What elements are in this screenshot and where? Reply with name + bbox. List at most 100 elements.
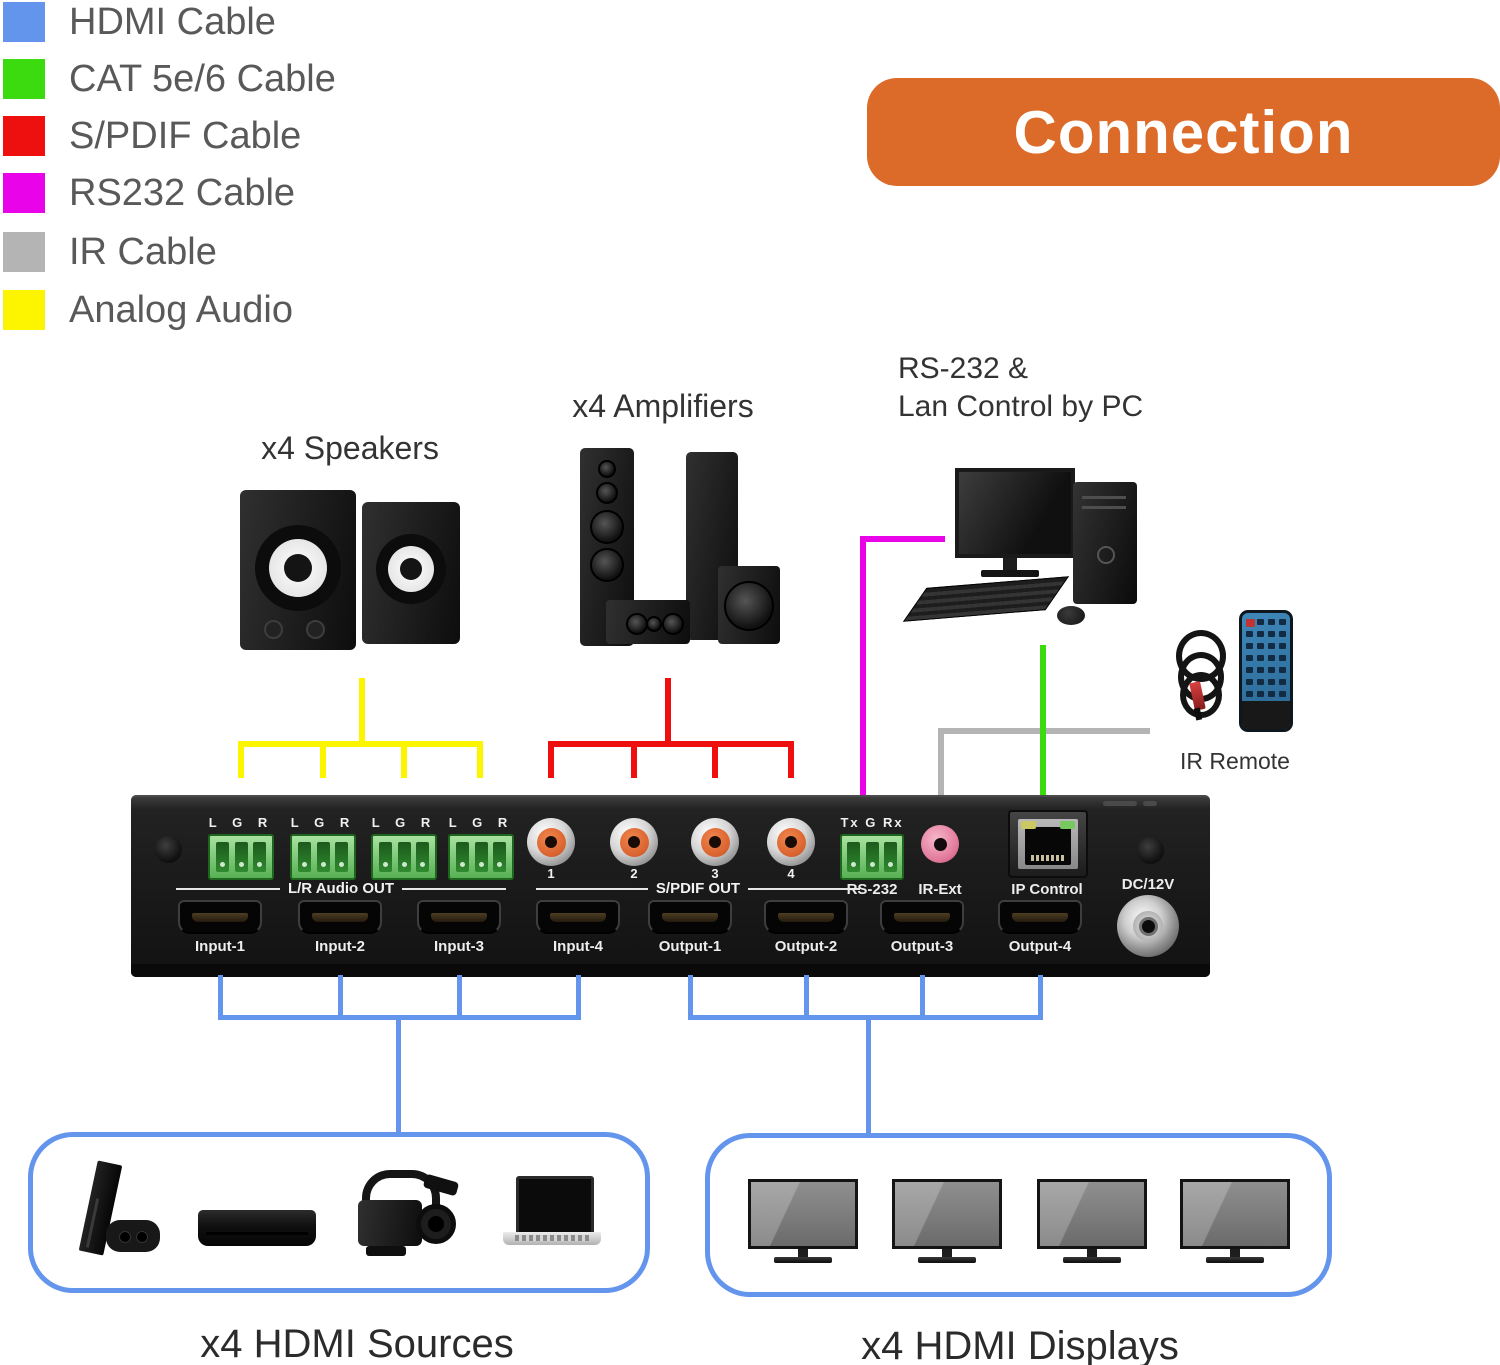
spdif-jack-3 — [691, 818, 739, 866]
legend-item: HDMI Cable — [3, 0, 276, 43]
audio-cable-drop-2 — [320, 741, 326, 778]
ir-cable-image — [1170, 626, 1226, 726]
audio-out-connector-4 — [448, 834, 514, 880]
display-tv-3 — [1037, 1179, 1147, 1263]
ir-remote-image — [1239, 610, 1293, 732]
hdmi-output-4-port — [998, 900, 1082, 934]
ir-cable-swatch — [3, 232, 45, 272]
camcorder-image — [352, 1168, 472, 1268]
spdif-cable-trunk — [665, 678, 671, 744]
banner-title: Connection — [1013, 98, 1354, 166]
spdif-cable-drop-3 — [712, 741, 718, 778]
display-tv-2 — [892, 1179, 1002, 1263]
input-bracket-stub-3 — [457, 975, 462, 1020]
analog-audio-swatch — [3, 290, 45, 330]
ir-ext-label: IR-Ext — [918, 881, 962, 898]
amplifiers-label: x4 Amplifiers — [572, 388, 754, 424]
hdmi-port-label: Output-4 — [1008, 938, 1072, 955]
ip-control-label: IP Control — [1011, 881, 1083, 898]
pc-mouse — [1057, 606, 1085, 625]
hdmi-port-label: Input-1 — [195, 938, 245, 955]
hdmi-output-2-port — [764, 900, 848, 934]
input-bracket-stub-2 — [338, 975, 343, 1020]
legend-item: S/PDIF Cable — [3, 114, 302, 157]
audio-out-connector-3 — [371, 834, 437, 880]
rs232-pins-label: Tx G Rx — [840, 815, 904, 830]
screw-right — [1137, 837, 1164, 864]
hdmi-input-2-port — [298, 900, 382, 934]
legend-label: CAT 5e/6 Cable — [69, 57, 336, 100]
output-bracket-trunk — [866, 1015, 871, 1135]
laptop-image — [503, 1176, 601, 1262]
pc-control-line1: RS-232 & — [898, 352, 1029, 385]
spdif-number: 3 — [711, 866, 719, 881]
legend-item: IR Cable — [3, 230, 217, 273]
legend-item: RS232 Cable — [3, 171, 296, 214]
audio-out-group-label: L/R Audio OUT — [168, 880, 514, 897]
spdif-jack-1 — [527, 818, 575, 866]
display-tv-4 — [1180, 1179, 1290, 1263]
legend-label: HDMI Cable — [69, 0, 276, 43]
ir-remote-label: IR Remote — [1180, 748, 1290, 774]
hdmi-input-1-port — [178, 900, 262, 934]
hdmi-sources-label: x4 HDMI Sources — [200, 1322, 514, 1365]
spdif-jack-2 — [610, 818, 658, 866]
spdif-number: 1 — [547, 866, 555, 881]
input-bracket-stub-1 — [218, 975, 223, 1020]
hdmi-port-label: Input-2 — [315, 938, 365, 955]
spdif-cable-drop-4 — [788, 741, 794, 778]
audio-out-connector-1 — [208, 834, 274, 880]
ir-cable-vertical — [938, 728, 944, 814]
speakers-image — [238, 482, 473, 658]
legend-label: IR Cable — [69, 230, 217, 273]
spdif-cable-drop-2 — [631, 741, 637, 778]
pc-control-line2: Lan Control by PC — [898, 390, 1144, 423]
input-bracket-trunk — [396, 1015, 401, 1134]
audio-pins-label: L G R — [448, 815, 514, 830]
cat-cable-swatch — [3, 59, 45, 99]
hdmi-port-label: Input-3 — [434, 938, 484, 955]
ir-ext-jack — [921, 825, 959, 863]
legend-label: RS232 Cable — [69, 171, 296, 214]
audio-cable-trunk — [359, 678, 365, 744]
spdif-cable-swatch — [3, 116, 45, 156]
rs232-cable-vertical — [860, 536, 866, 812]
hdmi-output-3-port — [880, 900, 964, 934]
output-bracket-stub-4 — [1038, 975, 1043, 1020]
connection-banner: Connection — [867, 78, 1500, 186]
amp-subwoofer — [718, 566, 780, 644]
audio-cable-bus — [238, 741, 483, 747]
audio-pins-label: L G R — [208, 815, 274, 830]
legend-label: S/PDIF Cable — [69, 114, 302, 157]
rs232-label: RS-232 — [846, 881, 898, 898]
speaker-left — [240, 490, 356, 650]
remote-buttons — [1244, 617, 1288, 703]
spdif-cable-bus — [548, 741, 794, 747]
rj45-led-right — [1060, 821, 1075, 829]
pc-control-label: RS-232 & Lan Control by PC — [898, 350, 1143, 426]
audio-out-connector-2 — [290, 834, 356, 880]
pc-monitor-neck — [1003, 558, 1017, 570]
vent-slot — [1143, 801, 1157, 806]
input-bracket-stub-4 — [576, 975, 581, 1020]
rs232-cable-swatch — [3, 173, 45, 213]
hdmi-port-label: Output-3 — [890, 938, 954, 955]
rj45-led-left — [1021, 821, 1036, 829]
audio-cable-drop-4 — [477, 741, 483, 778]
hdmi-port-label: Input-4 — [553, 938, 603, 955]
legend-item: CAT 5e/6 Cable — [3, 57, 336, 100]
dc-label: DC/12V — [1121, 876, 1175, 893]
pc-keyboard — [902, 576, 1070, 622]
spdif-group-label: S/PDIF OUT — [528, 880, 868, 897]
screw-left — [155, 836, 182, 863]
spdif-jack-4 — [767, 818, 815, 866]
output-bracket-stub-3 — [920, 975, 925, 1020]
media-player-image — [198, 1210, 316, 1258]
hdmi-input-4-port — [536, 900, 620, 934]
cat-cable-vertical — [1040, 645, 1046, 820]
dc-power-jack — [1117, 895, 1179, 957]
vent-slot — [1103, 801, 1137, 806]
audio-cable-drop-3 — [401, 741, 407, 778]
hdmi-output-1-port — [648, 900, 732, 934]
